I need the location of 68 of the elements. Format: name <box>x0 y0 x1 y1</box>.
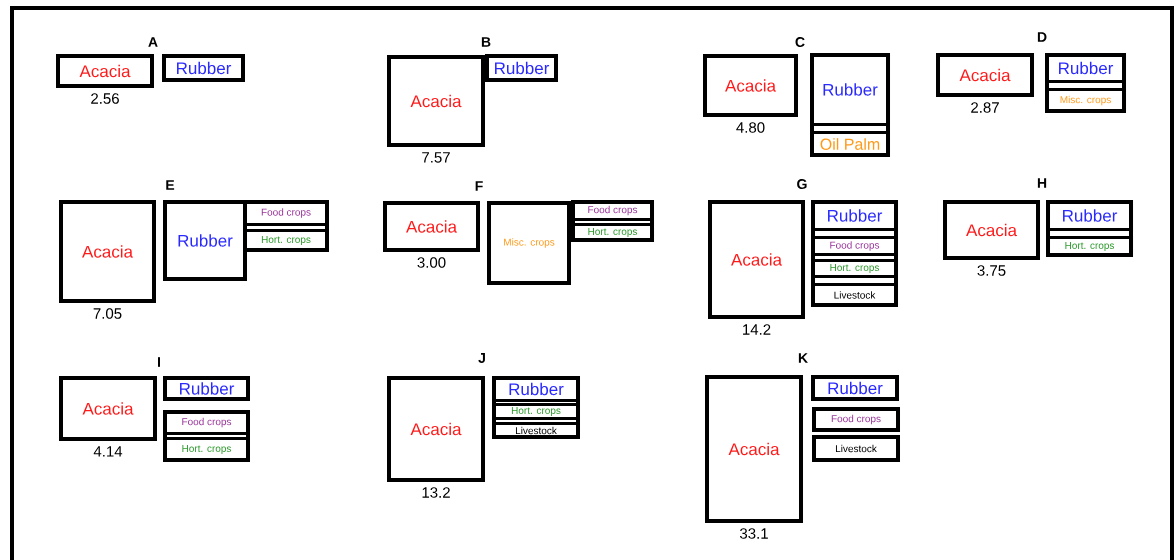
group-box <box>163 410 250 462</box>
text-box: Acacia <box>708 200 805 319</box>
value-label: 3.00 <box>417 257 446 268</box>
text-box: Acacia <box>705 375 803 523</box>
text-box: Rubber <box>810 53 890 126</box>
text-box: Rubber <box>811 375 899 401</box>
text-box: Rubber <box>811 200 898 231</box>
text-box: Acacia <box>936 53 1034 97</box>
text-box: Livestock <box>811 283 898 307</box>
group-box <box>810 53 890 157</box>
panel-letter: C <box>795 37 805 47</box>
text-box: Acacia <box>56 54 154 88</box>
panel-letter: K <box>798 353 808 363</box>
group-box <box>243 200 329 252</box>
text-box: Rubber <box>492 376 580 402</box>
text-box: Hort. crops <box>163 437 250 462</box>
panel-letter: E <box>166 180 175 190</box>
text-box: Hort. crops <box>811 259 898 278</box>
text-box: Food crops <box>571 200 654 221</box>
text-box: Rubber <box>162 54 245 82</box>
group-box <box>811 200 898 307</box>
text-box: Food crops <box>812 407 900 432</box>
panel-letter: D <box>1037 32 1047 42</box>
text-box: Acacia <box>59 200 156 303</box>
text-box: Acacia <box>387 376 485 482</box>
text-box: Acacia <box>943 200 1040 260</box>
panel-letter: I <box>158 357 160 367</box>
value-label: 4.80 <box>736 122 765 133</box>
text-box: Misc. crops <box>1045 88 1126 113</box>
panel-letter: G <box>797 179 807 189</box>
group-box <box>1045 53 1126 113</box>
text-box: Livestock <box>812 435 900 462</box>
value-label: 33.1 <box>739 528 768 539</box>
group-box <box>492 376 580 439</box>
group-box <box>571 200 654 242</box>
text-box: Rubber <box>1046 200 1133 231</box>
panel-letter: H <box>1037 178 1047 188</box>
panel-letter: J <box>478 353 485 363</box>
text-box: Acacia <box>383 201 480 252</box>
text-box: Acacia <box>387 55 485 147</box>
panel-letter: B <box>481 37 491 47</box>
value-label: 4.14 <box>93 446 123 457</box>
panel-letter: F <box>475 181 483 191</box>
text-box: Rubber <box>163 200 247 281</box>
value-label: 3.75 <box>977 265 1006 276</box>
value-label: 7.05 <box>93 308 122 319</box>
text-box: Food crops <box>163 410 250 435</box>
text-box: Food crops <box>811 236 898 256</box>
text-box: Misc. crops <box>487 201 571 285</box>
text-box: Rubber <box>1045 53 1126 83</box>
text-box: Livestock <box>492 422 580 439</box>
value-label: 7.57 <box>422 152 450 163</box>
text-box: Hort. crops <box>1046 236 1133 257</box>
text-box: Oil Palm <box>810 131 890 157</box>
value-label: 2.56 <box>91 93 119 104</box>
text-box: Rubber <box>163 376 250 401</box>
text-box: Rubber <box>485 54 558 82</box>
text-box: Acacia <box>703 54 798 117</box>
value-label: 14.2 <box>743 324 771 335</box>
value-label: 13.2 <box>422 487 450 498</box>
group-box <box>1046 200 1133 257</box>
panel-letter: A <box>148 37 158 47</box>
text-box: Food crops <box>243 200 329 226</box>
text-box: Hort. crops <box>243 229 329 252</box>
text-box: Acacia <box>59 376 157 441</box>
text-box: Hort. crops <box>492 403 580 420</box>
text-box: Hort. crops <box>571 223 654 242</box>
value-label: 2.87 <box>971 102 999 113</box>
